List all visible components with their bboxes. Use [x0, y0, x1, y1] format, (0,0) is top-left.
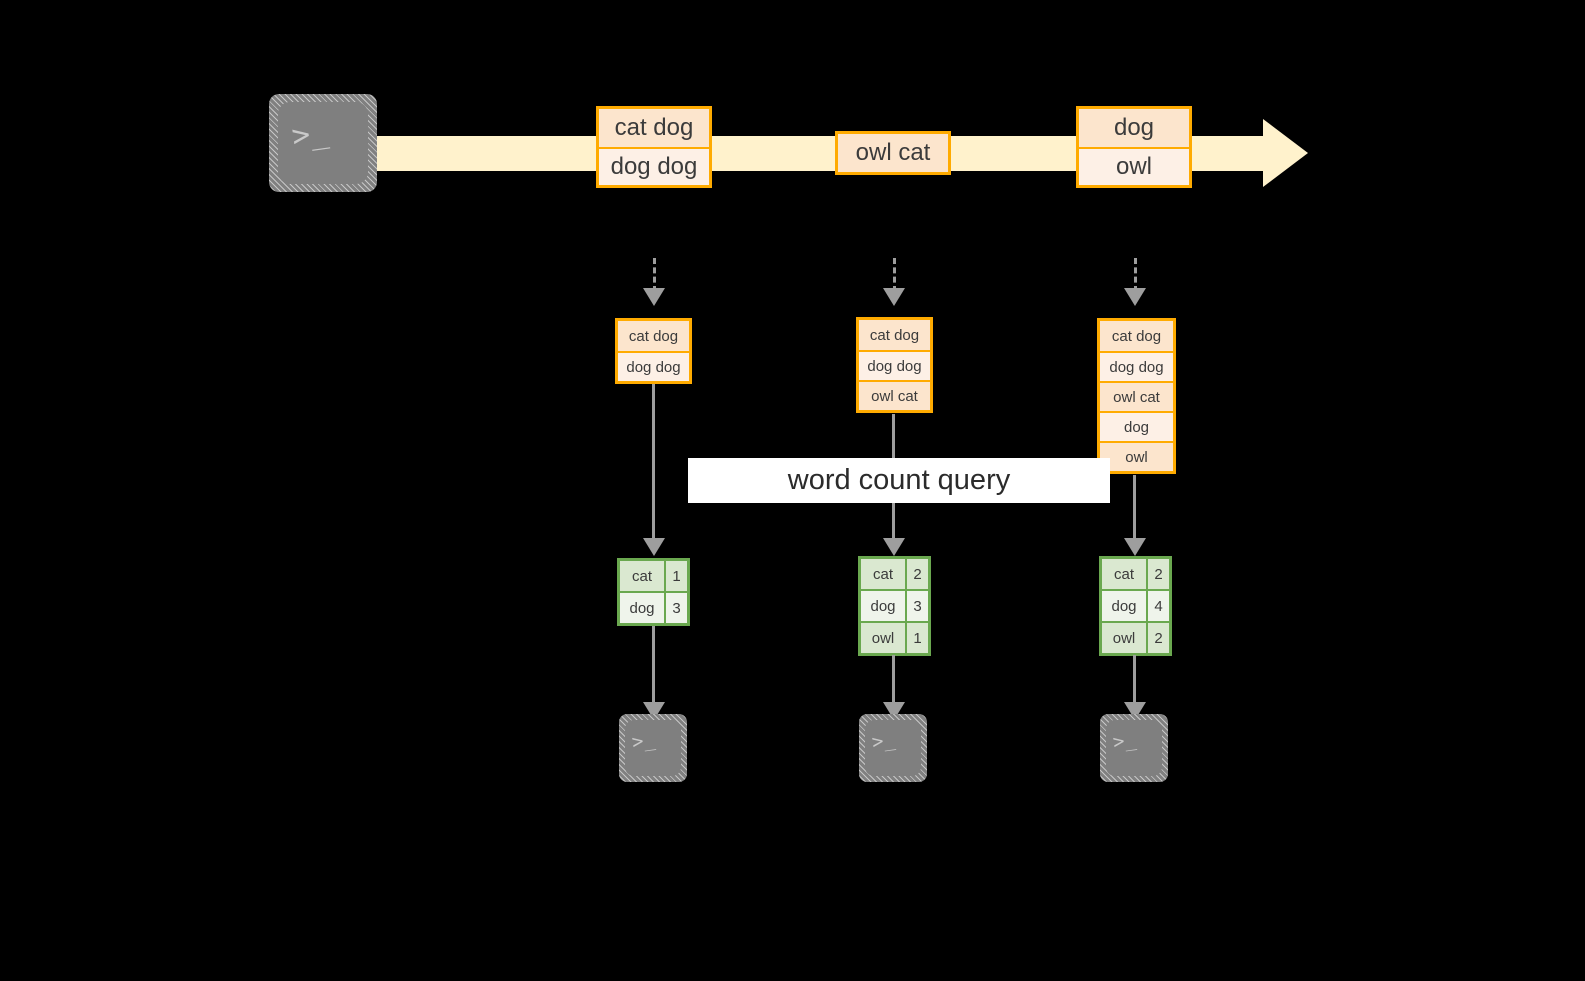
- stream-batch-2[interactable]: owl cat: [835, 131, 951, 175]
- result-table-3-row-1: cat 2: [1102, 559, 1169, 589]
- source-terminal-icon[interactable]: >_: [269, 94, 377, 192]
- sink-terminal-icon-1[interactable]: >_: [619, 714, 687, 782]
- result-word: owl: [861, 623, 905, 653]
- sink-connector-3: [1133, 655, 1136, 706]
- result-table-2-row-3: owl 1: [861, 621, 928, 653]
- query-label: word count query: [688, 458, 1110, 503]
- terminal-prompt-glyph: >_: [1111, 728, 1138, 754]
- sink-connector-1: [652, 626, 655, 706]
- snapshot-1[interactable]: cat dog dog dog: [615, 318, 692, 384]
- result-word: owl: [1102, 623, 1146, 653]
- dashed-connector-1: [653, 258, 656, 292]
- dashed-connector-1-arrowhead-icon: [643, 288, 665, 306]
- snapshot-1-line-2: dog dog: [618, 351, 689, 381]
- result-count: 4: [1146, 591, 1169, 621]
- stream-batch-3-line-1: dog: [1079, 109, 1189, 147]
- snapshot-2-line-2: dog dog: [859, 350, 930, 380]
- time-arrow-head-icon: [1263, 119, 1308, 187]
- result-table-2[interactable]: cat 2 dog 3 owl 1: [858, 556, 931, 656]
- dashed-connector-2: [893, 258, 896, 292]
- result-table-3-row-2: dog 4: [1102, 589, 1169, 621]
- stream-batch-3-line-2: owl: [1079, 147, 1189, 185]
- dashed-connector-3-arrowhead-icon: [1124, 288, 1146, 306]
- query-connector-3-arrowhead-icon: [1124, 538, 1146, 556]
- snapshot-2-line-3: owl cat: [859, 380, 930, 410]
- dashed-connector-3: [1134, 258, 1137, 292]
- stream-batch-1-line-2: dog dog: [599, 147, 709, 185]
- result-table-2-row-1: cat 2: [861, 559, 928, 589]
- snapshot-3-line-4: dog: [1100, 411, 1173, 441]
- snapshot-2[interactable]: cat dog dog dog owl cat: [856, 317, 933, 413]
- result-table-1-row-2: dog 3: [620, 591, 687, 623]
- stream-batch-1-line-1: cat dog: [599, 109, 709, 147]
- query-connector-1-arrowhead-icon: [643, 538, 665, 556]
- terminal-prompt-glyph: >_: [870, 728, 897, 754]
- result-table-3-row-3: owl 2: [1102, 621, 1169, 653]
- snapshot-3[interactable]: cat dog dog dog owl cat dog owl: [1097, 318, 1176, 474]
- result-count: 1: [905, 623, 928, 653]
- result-word: cat: [1102, 559, 1146, 589]
- stream-batch-3[interactable]: dog owl: [1076, 106, 1192, 188]
- snapshot-3-line-5: owl: [1100, 441, 1173, 471]
- dashed-connector-2-arrowhead-icon: [883, 288, 905, 306]
- result-word: dog: [861, 591, 905, 621]
- terminal-prompt-glyph: >_: [630, 728, 657, 754]
- sink-terminal-icon-2[interactable]: >_: [859, 714, 927, 782]
- result-count: 3: [905, 591, 928, 621]
- snapshot-2-line-1: cat dog: [859, 320, 930, 350]
- terminal-prompt-glyph: >_: [289, 114, 331, 155]
- terminal-body: [625, 720, 681, 776]
- result-word: cat: [861, 559, 905, 589]
- snapshot-3-line-3: owl cat: [1100, 381, 1173, 411]
- result-word: dog: [1102, 591, 1146, 621]
- result-count: 1: [664, 561, 687, 591]
- result-word: cat: [620, 561, 664, 591]
- query-connector-2-arrowhead-icon: [883, 538, 905, 556]
- sink-connector-2: [892, 655, 895, 706]
- stream-batch-1[interactable]: cat dog dog dog: [596, 106, 712, 188]
- result-count: 2: [1146, 623, 1169, 653]
- result-table-1-row-1: cat 1: [620, 561, 687, 591]
- result-table-2-row-2: dog 3: [861, 589, 928, 621]
- snapshot-3-line-1: cat dog: [1100, 321, 1173, 351]
- snapshot-1-line-1: cat dog: [618, 321, 689, 351]
- result-table-1[interactable]: cat 1 dog 3: [617, 558, 690, 626]
- result-word: dog: [620, 593, 664, 623]
- result-count: 2: [905, 559, 928, 589]
- query-connector-3: [1133, 475, 1136, 542]
- terminal-body: [1106, 720, 1162, 776]
- query-connector-1: [652, 384, 655, 542]
- terminal-body: [865, 720, 921, 776]
- sink-terminal-icon-3[interactable]: >_: [1100, 714, 1168, 782]
- snapshot-3-line-2: dog dog: [1100, 351, 1173, 381]
- result-count: 3: [664, 593, 687, 623]
- stream-batch-2-line-1: owl cat: [838, 134, 948, 172]
- terminal-body: [278, 102, 368, 184]
- result-table-3[interactable]: cat 2 dog 4 owl 2: [1099, 556, 1172, 656]
- result-count: 2: [1146, 559, 1169, 589]
